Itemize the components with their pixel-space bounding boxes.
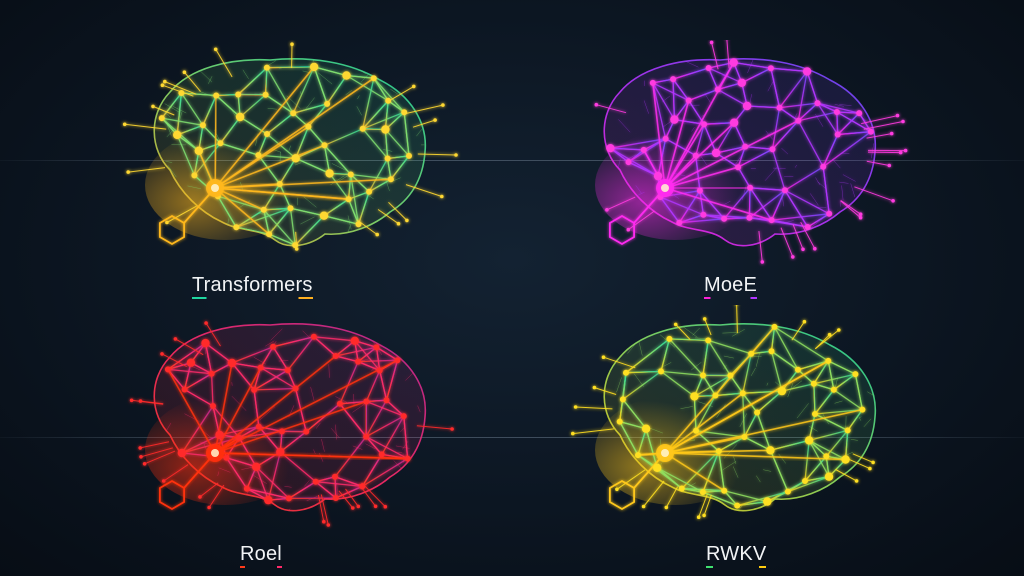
caption-moee: MoeE: [704, 274, 758, 299]
neural-brain-transformers: [122, 42, 458, 251]
caption-text: Roel: [240, 543, 282, 565]
caption-underline: [706, 566, 767, 568]
caption-transformers: Transformers: [192, 274, 313, 299]
neural-brain-moee: [594, 40, 908, 264]
caption-underline: [192, 297, 313, 299]
divider-line-bottom: [0, 437, 1024, 438]
caption-roel: Roel: [240, 543, 282, 568]
neural-brain-roel: [129, 321, 454, 527]
divider-line-top: [0, 160, 1024, 161]
caption-text: Transformers: [192, 274, 313, 296]
caption-underline: [240, 566, 282, 568]
caption-rwkv: RWKV: [706, 543, 767, 568]
neural-brain-rwkv: [571, 305, 877, 519]
caption-text: RWKV: [706, 543, 767, 565]
caption-text: MoeE: [704, 274, 758, 296]
caption-underline: [704, 297, 758, 299]
